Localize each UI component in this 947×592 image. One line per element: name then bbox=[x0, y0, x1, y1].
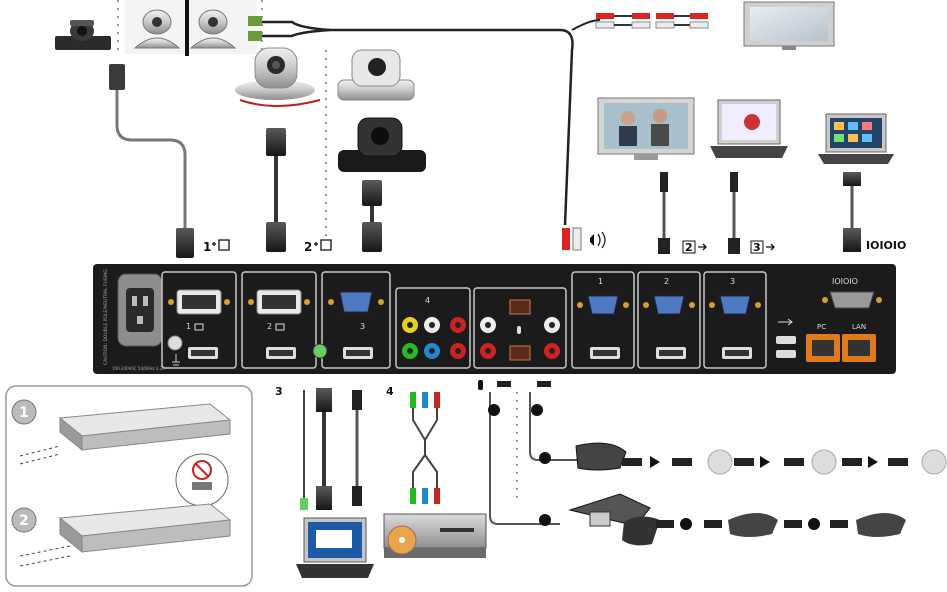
dvi-input-1-label: 1 bbox=[186, 322, 191, 331]
vga-output-2-label: 2 bbox=[664, 277, 669, 286]
component-cable bbox=[410, 392, 440, 504]
camera2-cable bbox=[266, 128, 286, 252]
monitor3-output-label: 3 bbox=[753, 241, 761, 254]
camera-input-icon bbox=[212, 239, 230, 251]
output-icon bbox=[698, 243, 707, 251]
dual-camera-icon bbox=[125, 0, 257, 56]
touch-control-laptop-icon bbox=[818, 113, 894, 164]
lan-ethernet-port[interactable] bbox=[842, 334, 876, 362]
caution-text: CAUTION: DOUBLE POLE/NEUTRAL FUSING bbox=[103, 269, 109, 365]
dvi-input-2[interactable] bbox=[241, 271, 317, 369]
table-mic-icon bbox=[575, 442, 627, 471]
serial-port-label: IOIOIO bbox=[832, 277, 858, 286]
component-input-4-cable-label: 4 bbox=[386, 385, 394, 398]
precision-camera-dark-icon bbox=[338, 117, 426, 172]
dvi-input-1[interactable] bbox=[161, 271, 237, 369]
vga-input-3-cable-label: 3 bbox=[275, 385, 283, 398]
pc-ethernet-port[interactable] bbox=[806, 334, 840, 362]
codec-unit-step2 bbox=[19, 503, 232, 567]
monitor3-cable bbox=[728, 172, 740, 254]
vga-output-1-label: 1 bbox=[598, 277, 603, 286]
tv-monitor-icon bbox=[743, 1, 835, 50]
conference-phone-icon bbox=[568, 493, 660, 546]
vga-output-1[interactable] bbox=[571, 271, 635, 369]
mic-daisy-chain-2 bbox=[656, 513, 906, 537]
hdmi-input-1[interactable] bbox=[188, 347, 218, 359]
output-box bbox=[682, 240, 696, 254]
hdmi-input-3[interactable] bbox=[343, 347, 373, 359]
mic-daisy-chain-1 bbox=[622, 449, 947, 475]
lan-port-label: LAN bbox=[852, 323, 866, 331]
hd-camera-icon bbox=[235, 47, 321, 107]
vga-output-3[interactable] bbox=[703, 271, 767, 369]
precision-camera-icon bbox=[337, 49, 415, 101]
ptz-camera-icon bbox=[55, 20, 111, 50]
ground-icon bbox=[172, 354, 180, 369]
rack-install-inset: 1 2 bbox=[5, 385, 253, 587]
vga-output-2[interactable] bbox=[637, 271, 701, 369]
install-step-2: 2 bbox=[19, 513, 29, 529]
vga-input-3-label: 3 bbox=[360, 322, 365, 331]
camera1-cable bbox=[109, 64, 194, 258]
pc-port-label: PC bbox=[817, 323, 826, 331]
camera2-input-label: 2 bbox=[304, 240, 312, 254]
audio-io-section[interactable] bbox=[473, 287, 567, 369]
mic-input-icon bbox=[478, 380, 483, 390]
camera-input-icon bbox=[314, 239, 332, 251]
serial-cable bbox=[843, 172, 861, 252]
monitor2-output-label: 2 bbox=[685, 241, 693, 254]
output-icon bbox=[766, 243, 775, 251]
monitor2-cable bbox=[658, 172, 670, 254]
screw-detail-icon bbox=[175, 453, 229, 507]
ground-screw bbox=[167, 335, 183, 351]
usb-ports[interactable] bbox=[776, 336, 796, 358]
audio-out-icon bbox=[590, 231, 606, 249]
camera-input-icon bbox=[194, 323, 204, 331]
camera3-cable bbox=[362, 180, 382, 252]
codec-unit-step1 bbox=[19, 403, 232, 465]
pc-laptop-icon bbox=[296, 517, 374, 578]
component-input-4[interactable] bbox=[395, 287, 471, 369]
camera-group-left bbox=[55, 0, 263, 56]
dvi-input-2-label: 2 bbox=[267, 322, 272, 331]
video-monitor-icon bbox=[597, 97, 695, 160]
pc-vga-cable bbox=[300, 388, 362, 510]
hdmi-input-2[interactable] bbox=[266, 347, 296, 359]
laptop-presentation-icon bbox=[710, 99, 788, 158]
component-input-4-label: 4 bbox=[425, 296, 430, 305]
camera1-input-label: 1 bbox=[203, 240, 211, 254]
mic-cable-chain bbox=[488, 381, 578, 526]
install-step-1: 1 bbox=[19, 405, 29, 421]
rear-panel: CAUTION: DOUBLE POLE/NEUTRAL FUSING 100-… bbox=[93, 264, 896, 374]
output-box bbox=[750, 240, 764, 254]
serial-port[interactable] bbox=[822, 291, 882, 309]
power-rating-text: 100-240VAC 50/60Hz 2.3A bbox=[112, 366, 165, 371]
vga-output-3-label: 3 bbox=[730, 277, 735, 286]
camera-input-icon bbox=[275, 323, 285, 331]
power-inlet[interactable] bbox=[117, 273, 163, 347]
rca-cables bbox=[595, 13, 709, 29]
vga-input-3[interactable] bbox=[321, 271, 391, 369]
audio-jack-green[interactable] bbox=[312, 343, 328, 359]
audio-cable bbox=[248, 16, 601, 251]
usb-icon bbox=[778, 318, 793, 326]
serial-cable-label: IOIOIO bbox=[866, 239, 906, 252]
dvd-player-icon bbox=[383, 513, 487, 558]
